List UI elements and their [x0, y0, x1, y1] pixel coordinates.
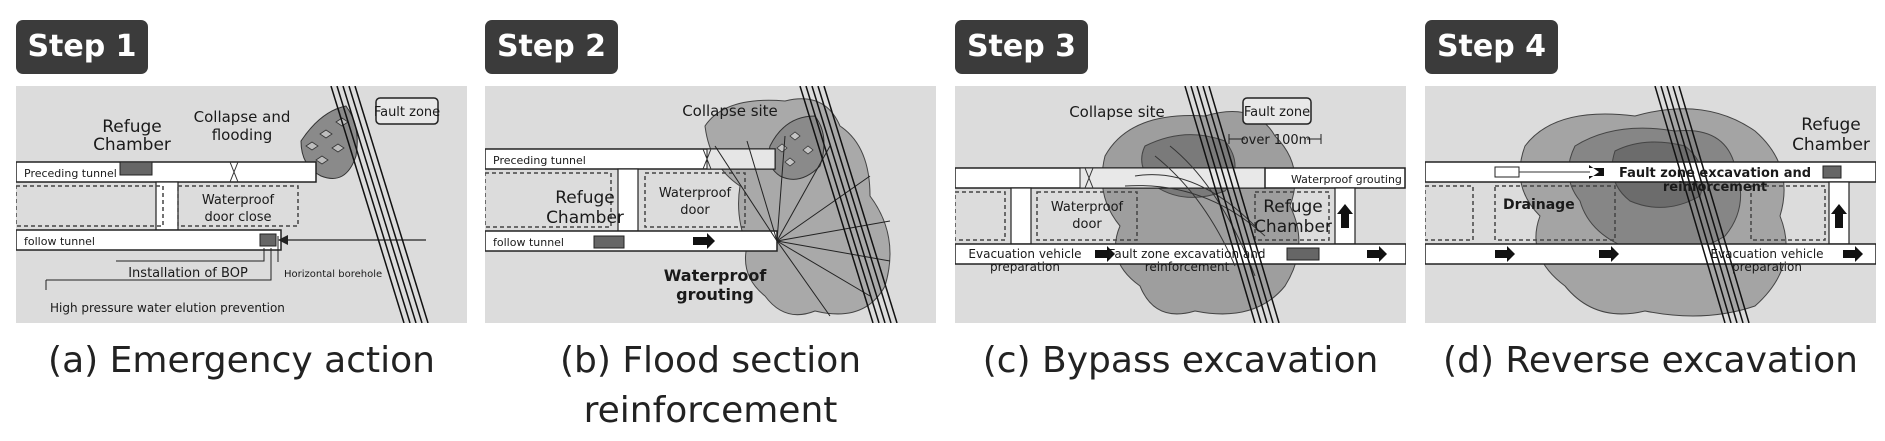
refuge-label-2: Chamber	[546, 208, 624, 228]
waterproof-label-1: Waterproof	[1051, 200, 1124, 215]
collapse-site-label: Collapse site	[682, 102, 778, 120]
collapse-label-2: flooding	[212, 126, 273, 144]
waterproof-label-1: Waterproof	[202, 193, 275, 208]
refuge-label-2: Chamber	[1792, 135, 1870, 155]
follow-tunnel-label: follow tunnel	[493, 236, 564, 249]
follow-tunnel-label: follow tunnel	[24, 235, 95, 248]
bop-label: Installation of BOP	[128, 266, 248, 281]
fault-excavation-label-2: reinforcement	[1663, 180, 1767, 195]
waterproof-label-2: door close	[204, 210, 271, 225]
preceding-tunnel-label: Preceding tunnel	[24, 167, 117, 180]
panel-step-3: Fault zone Collapse site over 100m Water…	[955, 86, 1406, 323]
fault-excavation-label-1: Fault zone excavation and	[1109, 247, 1266, 261]
refuge-label-2: Chamber	[1254, 217, 1332, 237]
caption-b-line-1: (b) Flood section	[559, 340, 862, 381]
evacuation-label-2: preparation	[990, 260, 1060, 274]
drainage-label: Drainage	[1503, 197, 1575, 213]
panel-step-2: Collapse site Preceding tunnel Refuge Ch…	[485, 86, 936, 323]
step-2-badge: Step 2	[485, 20, 618, 74]
refuge-label-1: Refuge	[1263, 197, 1323, 217]
grouting-label-2: grouting	[676, 285, 754, 304]
panel-step-1: Fault zone Refuge Chamber Collapse and f…	[16, 86, 467, 323]
refuge-label-1: Refuge	[555, 188, 615, 208]
caption-b-line-2: reinforcement	[583, 390, 838, 431]
hp-label: High pressure water elution prevention	[50, 301, 285, 315]
preceding-tunnel-label: Preceding tunnel	[493, 154, 586, 167]
collapse-site-label: Collapse site	[1069, 103, 1165, 121]
step-1-badge: Step 1	[16, 20, 148, 74]
fault-excavation-label-2: reinforcement	[1145, 260, 1230, 274]
caption-c: (c) Bypass excavation	[982, 340, 1379, 381]
waterproof-label-2: door	[1072, 217, 1102, 232]
evacuation-label-2: preparation	[1732, 260, 1802, 274]
fault-zone-lines	[330, 86, 429, 323]
fault-excavation-label-1: Fault zone excavation and	[1619, 166, 1811, 181]
caption-d: (d) Reverse excavation	[1443, 340, 1858, 381]
collapse-label-1: Collapse and	[194, 108, 291, 126]
refuge-label-1: Refuge	[1801, 115, 1861, 135]
waterproof-label-2: door	[680, 203, 710, 218]
step-3-badge: Step 3	[955, 20, 1088, 74]
refuge-label-1: Refuge	[102, 117, 162, 137]
panel-step-4: Refuge Chamber Fault zone excavation and…	[1425, 86, 1876, 323]
waterproof-grouting-label: Waterproof grouting	[1291, 173, 1402, 186]
waterproof-label-1: Waterproof	[659, 186, 732, 201]
fault-zone-label: Fault zone	[374, 105, 440, 120]
evacuation-label-1: Evacuation vehicle	[1710, 247, 1823, 261]
grouting-label-1: Waterproof	[664, 266, 768, 285]
step-4-badge: Step 4	[1425, 20, 1558, 74]
caption-a: (a) Emergency action	[48, 340, 435, 381]
caption-b: (b) Flood section reinforcement	[485, 336, 936, 436]
refuge-chamber-box	[119, 161, 153, 176]
over-100m-label: over 100m	[1241, 133, 1312, 148]
evacuation-label-1: Evacuation vehicle	[968, 247, 1081, 261]
fault-zone-label: Fault zone	[1244, 105, 1310, 120]
borehole-label: Horizontal borehole	[284, 269, 382, 280]
refuge-label-2: Chamber	[93, 135, 171, 155]
